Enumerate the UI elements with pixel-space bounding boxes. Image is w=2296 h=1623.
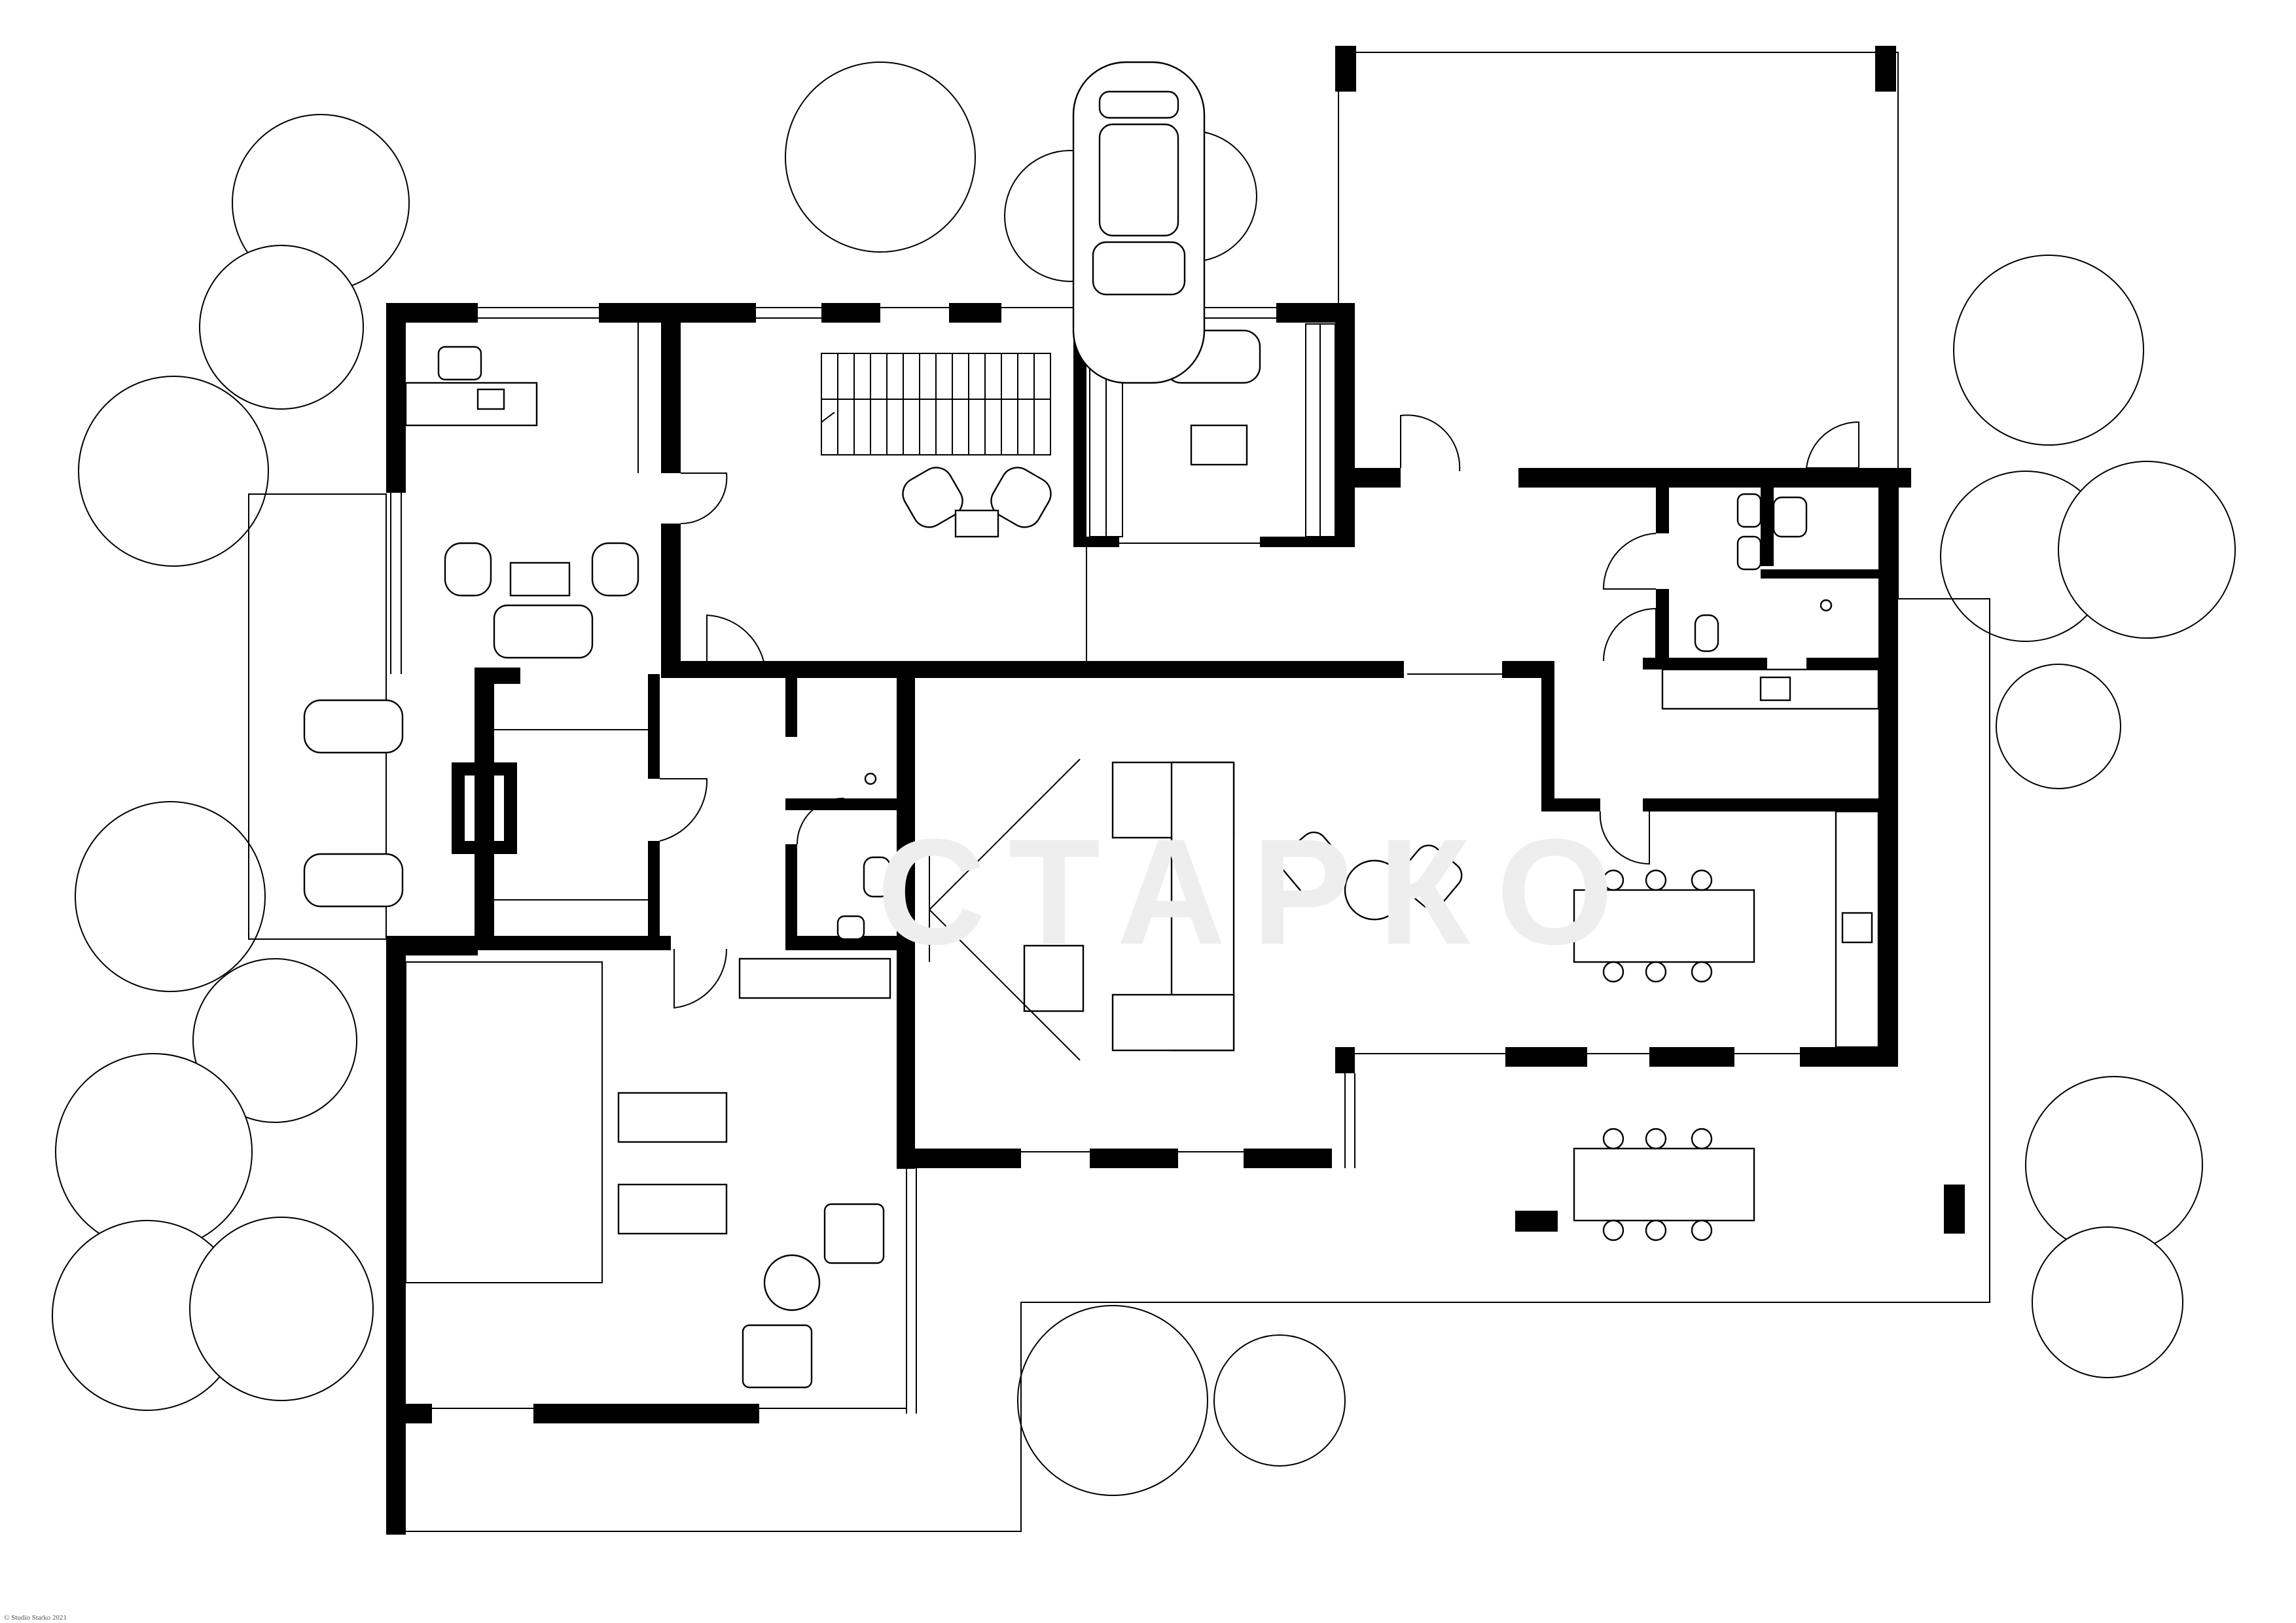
shower-drain <box>1820 599 1833 612</box>
ottoman <box>1190 424 1248 466</box>
washbasin <box>1736 493 1762 528</box>
chair <box>1645 869 1667 891</box>
tree <box>192 958 357 1123</box>
corner-sofa <box>1111 993 1235 1052</box>
laptop <box>476 388 505 410</box>
office-chair <box>437 346 482 381</box>
door-swing <box>797 797 845 845</box>
tree <box>785 62 976 253</box>
armchair <box>444 542 492 597</box>
car <box>1072 61 1206 384</box>
armchair <box>823 1203 885 1264</box>
round-coffee-table <box>1344 859 1405 921</box>
pool-outline <box>405 961 603 1283</box>
chair <box>1602 869 1624 891</box>
staircase <box>821 353 1051 455</box>
car-windshield <box>1092 241 1186 296</box>
armchair <box>591 542 639 597</box>
armchair <box>902 467 963 528</box>
car-roof <box>1098 123 1179 237</box>
sun-lounger <box>617 1183 728 1235</box>
door-swing <box>673 948 728 1009</box>
car-rear-window <box>1098 90 1179 119</box>
washbasin <box>1736 535 1762 571</box>
round-table <box>763 1254 821 1311</box>
door-swing <box>1602 533 1657 590</box>
chair <box>1691 1219 1713 1241</box>
furniture <box>303 323 1880 1389</box>
tree <box>75 801 266 992</box>
sofa <box>303 699 404 754</box>
toilet <box>863 856 891 898</box>
side-table <box>954 509 999 538</box>
tree <box>189 1217 374 1401</box>
chair <box>1691 869 1713 891</box>
tree <box>2058 461 2236 639</box>
chair <box>1691 961 1713 983</box>
tree <box>2032 1226 2183 1378</box>
door-swing <box>680 473 728 525</box>
sofa <box>493 604 594 659</box>
chair <box>1645 1128 1667 1150</box>
sink <box>1759 676 1791 702</box>
armchair <box>1397 844 1463 910</box>
chair <box>1645 1219 1667 1241</box>
door-swing <box>1806 421 1859 469</box>
tree <box>78 376 269 567</box>
footer-note: © Studio Starko 2021 <box>4 1614 67 1622</box>
coffee-table <box>509 562 571 597</box>
toilet <box>1694 614 1719 652</box>
washbasin <box>1772 496 1808 538</box>
chair <box>1691 1128 1713 1150</box>
chair <box>1602 1128 1624 1150</box>
washbasin-counter <box>738 957 891 999</box>
tree <box>1213 1334 1346 1467</box>
tree <box>1996 664 2121 789</box>
door-swing <box>659 778 708 842</box>
sink <box>1841 912 1873 944</box>
sofa <box>303 853 404 908</box>
armchair <box>1280 831 1345 897</box>
shower-drain <box>864 772 877 785</box>
toilet <box>836 915 865 940</box>
chair <box>1602 961 1624 983</box>
door-swing <box>1599 811 1650 865</box>
tree <box>199 245 364 410</box>
outdoor-dining-table <box>1573 1147 1755 1222</box>
dining-table <box>1573 889 1755 963</box>
door-swing <box>706 614 767 679</box>
tree <box>1953 255 2144 446</box>
chair <box>1645 961 1667 983</box>
chair <box>1602 1219 1624 1241</box>
tree <box>1017 1305 1208 1496</box>
armchair <box>742 1324 813 1389</box>
walls <box>386 46 1965 1535</box>
door-swing <box>1400 414 1461 472</box>
sun-lounger <box>617 1092 728 1143</box>
tv-unit <box>1023 944 1085 1012</box>
desk <box>404 382 538 427</box>
door-swing <box>1603 607 1657 662</box>
armchair <box>990 467 1052 528</box>
doors <box>659 414 1859 1009</box>
